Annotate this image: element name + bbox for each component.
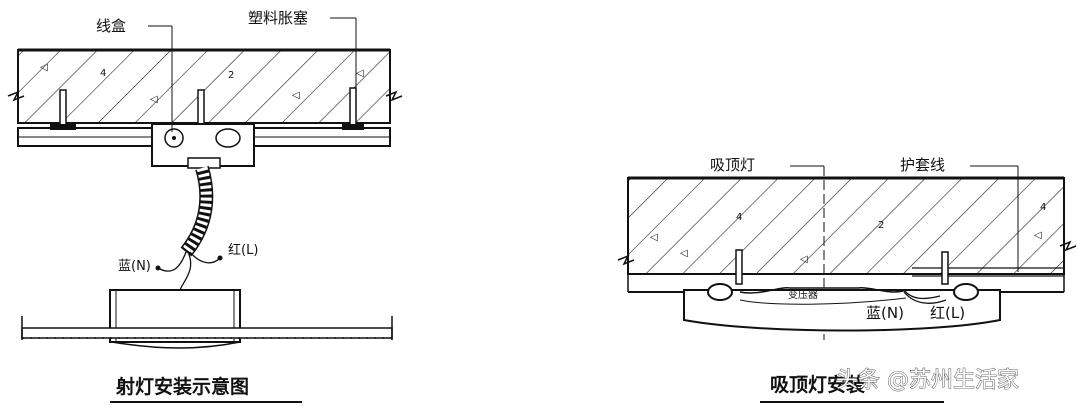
svg-text:4: 4 [1040, 202, 1046, 213]
label-red-live-left: 红(L) [228, 242, 258, 258]
svg-text:◁: ◁ [292, 90, 300, 101]
break-mark-right-b [1059, 240, 1077, 252]
anchor-screw-2 [197, 89, 205, 127]
label-transformer: 变压器 [788, 288, 818, 301]
ceiling-light-diagram: ◁ 4 2 ◁ ◁ ◁ 4 [617, 156, 1077, 403]
anchor-screw-3 [342, 87, 364, 130]
svg-text:◁: ◁ [1034, 230, 1042, 241]
break-mark-right-a [617, 254, 635, 266]
anchor-screw-1 [50, 89, 76, 130]
ceiling-board-lower-left [21, 316, 393, 349]
svg-text:◁: ◁ [40, 62, 48, 73]
anchor-screw-right-1 [735, 249, 743, 285]
junction-box [151, 123, 255, 169]
label-sheathed-cable: 护套线 [900, 156, 945, 174]
label-blue-neutral-left: 蓝(N) [118, 259, 151, 274]
svg-text:4: 4 [736, 212, 742, 223]
svg-text:◁: ◁ [150, 94, 158, 105]
svg-text:◁: ◁ [650, 232, 658, 243]
break-mark-right [385, 90, 403, 102]
svg-text:4: 4 [100, 68, 106, 79]
svg-text:◁: ◁ [680, 248, 688, 259]
caption-ceiling-light: 吸顶灯安装 [770, 373, 865, 396]
watermark: 头条 @苏州生活家 [836, 368, 1019, 393]
break-mark-left [7, 90, 25, 102]
caption-spotlight: 射灯安装示意图 [115, 375, 249, 398]
svg-text:◁: ◁ [356, 68, 364, 79]
label-red-live-right: 红(L) [930, 304, 965, 322]
concrete-slab-right: ◁ 4 2 ◁ ◁ ◁ 4 [627, 176, 1065, 275]
label-blue-neutral-right: 蓝(N) [866, 304, 904, 322]
flexible-conduit [180, 166, 214, 257]
svg-text:◁: ◁ [800, 254, 808, 265]
svg-text:2: 2 [878, 220, 884, 231]
label-junction-box: 线盒 [96, 17, 126, 35]
label-plastic-anchor: 塑料胀塞 [248, 9, 308, 27]
svg-text:2: 2 [228, 70, 234, 81]
sheathed-cable [912, 267, 1064, 277]
ceiling-lamp-body [683, 283, 1001, 332]
label-ceiling-light: 吸顶灯 [710, 156, 755, 174]
spotlight-diagram: ◁ 4 2 ◁ ◁ ◁ [7, 9, 403, 403]
wires-right [903, 289, 947, 304]
transformer [739, 287, 907, 305]
wires-left [155, 251, 223, 291]
anchor-screw-right-2 [941, 251, 949, 285]
